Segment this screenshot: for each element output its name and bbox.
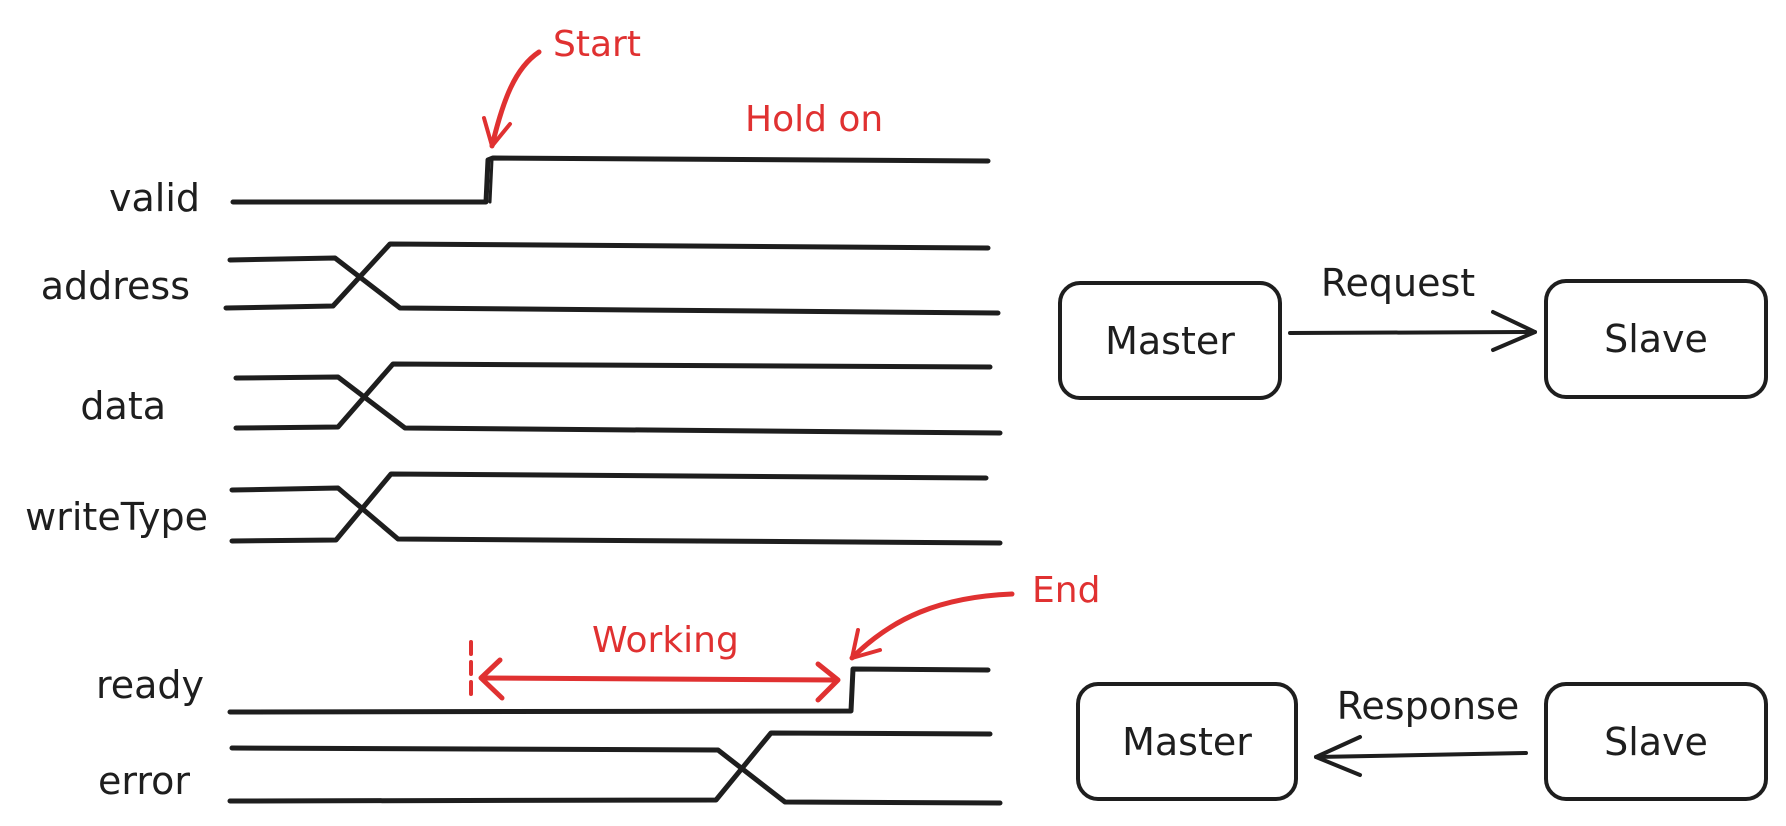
error-waveform — [227, 730, 1003, 806]
signal-label-data: data — [80, 384, 166, 428]
signal-label-error: error — [98, 759, 190, 803]
request-arrow — [1288, 330, 1537, 335]
working-arrowhead-right — [815, 661, 841, 703]
request-arrowhead — [1491, 310, 1537, 352]
response-slave-box — [1544, 682, 1768, 801]
data-waveform — [233, 361, 1003, 436]
ready-waveform — [227, 666, 991, 715]
signal-label-valid: valid — [109, 176, 200, 220]
request-master-box — [1058, 281, 1282, 400]
annotation-hold-on: Hold on — [745, 99, 883, 140]
writeType-waveform — [229, 471, 1003, 546]
working-arrowhead-left — [478, 657, 505, 701]
signal-label-writeType: writeType — [25, 495, 208, 539]
address-waveform — [223, 241, 1001, 316]
request-master-label: Master — [1105, 319, 1235, 363]
annotation-working: Working — [592, 620, 739, 661]
response-arrow — [1314, 751, 1528, 759]
end-arrow — [849, 591, 1015, 661]
annotation-end: End — [1032, 570, 1100, 611]
request-slave-label: Slave — [1604, 317, 1708, 361]
valid-waveform — [230, 155, 991, 205]
request-slave-box — [1544, 279, 1768, 399]
end-arrowhead — [850, 628, 882, 660]
response-label: Response — [1337, 684, 1520, 728]
response-master-label: Master — [1122, 720, 1252, 764]
signal-label-address: address — [41, 264, 190, 308]
valid-rising-edge — [488, 158, 494, 204]
start-arrow — [489, 49, 542, 149]
start-arrowhead — [482, 116, 512, 148]
response-arrowhead — [1314, 735, 1362, 777]
request-label: Request — [1321, 261, 1475, 305]
response-master-box — [1076, 682, 1298, 801]
annotation-start: Start — [553, 24, 641, 65]
working-duration-arrow — [480, 675, 840, 683]
response-slave-label: Slave — [1604, 720, 1708, 764]
signal-label-ready: ready — [96, 663, 204, 707]
